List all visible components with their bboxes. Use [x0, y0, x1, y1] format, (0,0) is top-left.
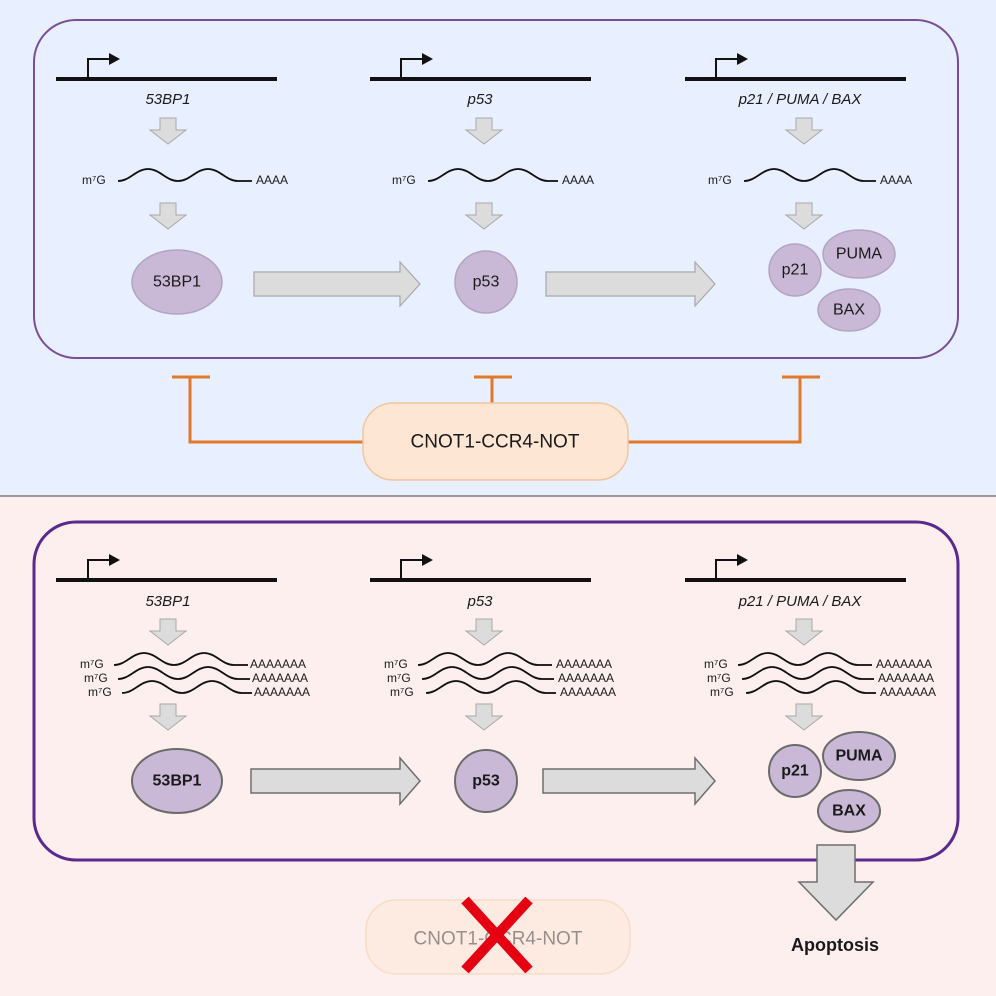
top-gene-53bp1: 53BP1: [56, 53, 277, 108]
mrna-cap: m⁷G: [392, 173, 416, 187]
apoptosis-arrow-icon: [797, 844, 875, 922]
mrna-stack: m⁷G m⁷G m⁷G AAAAAAA AAAAAAA AAAAAAA: [80, 652, 310, 699]
right-arrow-icon: [542, 755, 716, 807]
mrna-cap: m⁷G: [80, 657, 104, 671]
gene-label: p53: [466, 593, 493, 610]
mrna-single: m⁷G AAAA: [392, 168, 594, 187]
mrna-tail: AAAAAAA: [560, 685, 616, 699]
bottom-gene-p53: p53: [370, 554, 591, 610]
gene-label: 53BP1: [145, 593, 190, 610]
down-arrow-icon: [148, 703, 188, 731]
mrna-cap: m⁷G: [710, 685, 734, 699]
bottom-gene-p21-puma-bax: p21 / PUMA / BAX: [685, 554, 906, 610]
down-arrow-icon: [464, 618, 504, 646]
protein-label: BAX: [832, 803, 866, 820]
protein-p21: p21: [768, 243, 822, 297]
right-arrow-icon: [545, 260, 716, 308]
mrna-tail: AAAA: [880, 173, 912, 187]
protein-label: PUMA: [836, 246, 883, 263]
top-gene-p53: p53: [370, 53, 591, 108]
down-arrow-icon: [148, 618, 188, 646]
protein-label: 53BP1: [153, 274, 201, 291]
mrna-tail: AAAAAAA: [878, 671, 934, 685]
mrna-cap: m⁷G: [390, 685, 414, 699]
mrna-tail: AAAAAAA: [558, 671, 614, 685]
tss-arrow-icon: [87, 554, 120, 580]
cross-icon: [461, 896, 533, 974]
mrna-tail: AAAAAAA: [252, 671, 308, 685]
down-arrow-icon: [784, 202, 824, 230]
gene-label: p53: [466, 91, 493, 108]
mrna-cap: m⁷G: [707, 671, 731, 685]
mrna-tail: AAAA: [256, 173, 288, 187]
protein-label: p21: [782, 262, 809, 279]
inhibition-lines: [172, 375, 820, 444]
tss-arrow-icon: [715, 554, 748, 580]
ccr4-not-complex: CNOT1-CCR4-NOT: [362, 402, 629, 481]
protein-bax: BAX: [817, 789, 881, 833]
top-gene-p21-puma-bax: p21 / PUMA / BAX: [685, 53, 906, 108]
mrna-tail: AAAAAAA: [250, 657, 306, 671]
mrna-tail: AAAAAAA: [876, 657, 932, 671]
gene-label: p21 / PUMA / BAX: [738, 593, 863, 610]
apoptosis-label: Apoptosis: [791, 935, 879, 955]
mrna-cap: m⁷G: [384, 657, 408, 671]
right-arrow-icon: [250, 755, 421, 807]
down-arrow-icon: [464, 703, 504, 731]
mrna-cap: m⁷G: [387, 671, 411, 685]
tss-arrow-icon: [400, 53, 433, 79]
right-arrow-icon: [253, 260, 421, 308]
mrna-stack: m⁷G m⁷G m⁷G AAAAAAA AAAAAAA AAAAAAA: [704, 652, 936, 699]
mrna-stack: m⁷G m⁷G m⁷G AAAAAAA AAAAAAA AAAAAAA: [384, 652, 616, 699]
mrna-tail: AAAAAAA: [254, 685, 310, 699]
down-arrow-icon: [148, 117, 188, 145]
tss-arrow-icon: [87, 53, 120, 79]
down-arrow-icon: [464, 117, 504, 145]
protein-label: p53: [472, 773, 500, 790]
down-arrow-icon: [784, 117, 824, 145]
protein-label: p21: [781, 763, 809, 780]
bottom-gene-53bp1: 53BP1: [56, 554, 277, 610]
protein-puma: PUMA: [822, 731, 896, 781]
top-pathway-box: [33, 19, 959, 359]
tss-arrow-icon: [715, 53, 748, 79]
mrna-cap: m⁷G: [88, 685, 112, 699]
protein-label: BAX: [833, 302, 865, 319]
mrna-tail: AAAAAAA: [880, 685, 936, 699]
protein-53bp1: 53BP1: [131, 249, 223, 315]
protein-puma: PUMA: [822, 229, 896, 279]
protein-label: PUMA: [835, 748, 883, 765]
gene-label: 53BP1: [145, 91, 190, 108]
mrna-single: m⁷G AAAA: [82, 168, 288, 187]
down-arrow-icon: [784, 703, 824, 731]
protein-53bp1: 53BP1: [131, 748, 223, 814]
protein-p53: p53: [454, 749, 518, 813]
protein-bax: BAX: [817, 288, 881, 332]
mrna-tail: AAAA: [562, 173, 594, 187]
mrna-single: m⁷G AAAA: [708, 168, 912, 187]
bottom-pathway-box: [32, 520, 960, 862]
protein-p53: p53: [454, 250, 518, 314]
top-panel: 53BP1 p53 p21 / PUMA / BAX m⁷G AAAA m⁷G: [56, 53, 912, 481]
mrna-cap: m⁷G: [708, 173, 732, 187]
down-arrow-icon: [784, 618, 824, 646]
bottom-panel: 53BP1 p53 p21 / PUMA / BAX m⁷G m⁷G m⁷G: [56, 554, 936, 975]
tss-arrow-icon: [400, 554, 433, 580]
mrna-cap: m⁷G: [84, 671, 108, 685]
mrna-tail: AAAAAAA: [556, 657, 612, 671]
gene-label: p21 / PUMA / BAX: [738, 91, 863, 108]
down-arrow-icon: [464, 202, 504, 230]
complex-label: CNOT1-CCR4-NOT: [411, 432, 580, 453]
protein-p21: p21: [768, 744, 822, 798]
protein-label: 53BP1: [153, 773, 202, 790]
down-arrow-icon: [148, 202, 188, 230]
protein-label: p53: [473, 274, 500, 291]
mrna-cap: m⁷G: [704, 657, 728, 671]
mrna-cap: m⁷G: [82, 173, 106, 187]
